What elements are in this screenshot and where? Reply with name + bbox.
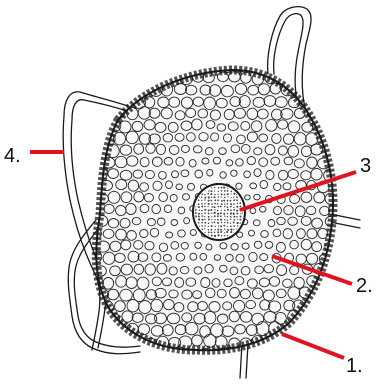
label-1: 1. [346, 355, 363, 377]
label-3: 3 [360, 155, 371, 177]
label-2: 2. [356, 275, 373, 297]
label-4: 4. [4, 145, 21, 167]
leader-line-1 [282, 334, 344, 358]
